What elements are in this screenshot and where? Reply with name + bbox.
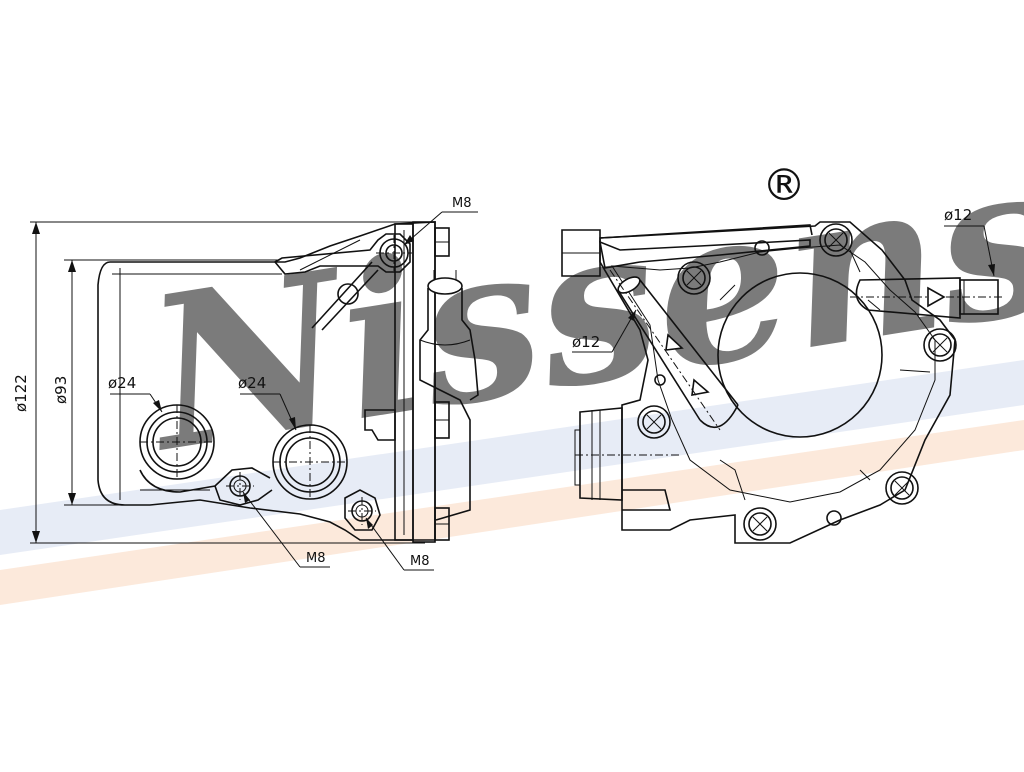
flange-bolts-front [637, 223, 957, 541]
outer-diameter-label: ø122 [12, 374, 30, 412]
leader-hose-left: ø12 [572, 309, 637, 353]
front-view: ø12 ø12 [561, 206, 1005, 544]
outlet-pipe [419, 270, 479, 521]
flange-bolts [434, 227, 450, 541]
dimension-outer: ø122 [12, 221, 425, 544]
watermark-stripe-orange [0, 420, 1024, 605]
leader-thread-top: M8 [403, 196, 478, 246]
thread-top-label: M8 [452, 196, 472, 211]
hose-left-label: ø12 [572, 333, 600, 351]
port-left-label: ø24 [108, 374, 136, 392]
registered-mark: ® [762, 160, 806, 211]
watermark: Nissens ® [0, 112, 1024, 605]
watermark-stripe-blue [0, 360, 1024, 555]
inner-diameter-label: ø93 [52, 376, 70, 404]
leader-hose-right: ø12 [944, 206, 995, 277]
thread-bottom-left-label: M8 [306, 551, 326, 566]
hose-right [850, 277, 1005, 319]
hose-diagonal [609, 269, 739, 431]
outlet-stub [574, 407, 680, 511]
port-right: ø24 [238, 374, 348, 500]
leader-thread-bottom-left: M8 [242, 491, 330, 568]
thread-bottom-right-label: M8 [410, 554, 430, 569]
leader-thread-bottom-right: M8 [365, 517, 434, 571]
port-right-label: ø24 [238, 374, 266, 392]
port-left: ø24 [108, 374, 215, 480]
hose-right-label: ø12 [944, 206, 972, 224]
side-view: ø122 ø93 [12, 196, 479, 571]
